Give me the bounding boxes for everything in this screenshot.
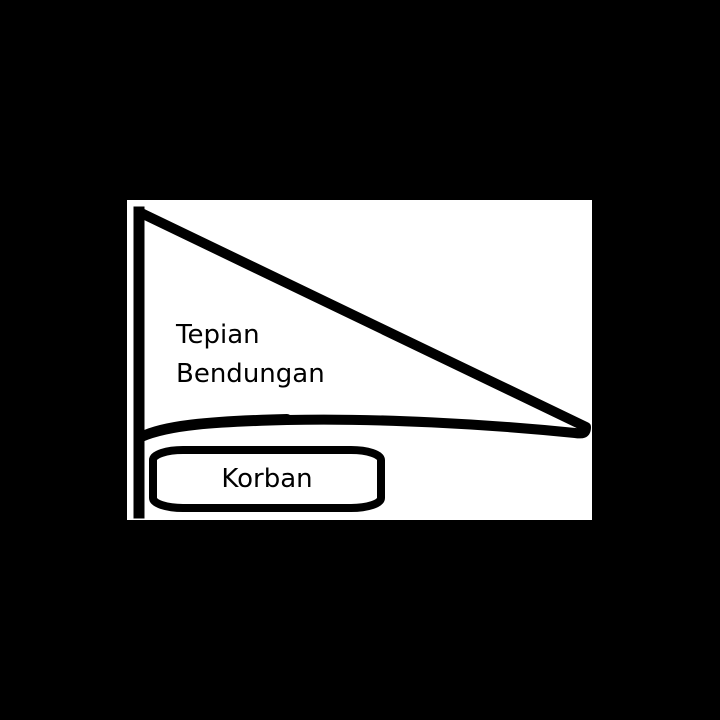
- flag-label-line-1: Tepian: [176, 320, 260, 350]
- flag-bottom-hem: [136, 414, 292, 442]
- flag-diagram: [133, 206, 591, 519]
- flag-label-line-2: Bendungan: [176, 359, 325, 389]
- diagram-panel: Tepian Bendungan Korban: [127, 200, 592, 520]
- base-left-edge: [149, 460, 385, 498]
- base-label: Korban: [221, 464, 313, 494]
- flag-label: Tepian Bendungan: [176, 316, 325, 394]
